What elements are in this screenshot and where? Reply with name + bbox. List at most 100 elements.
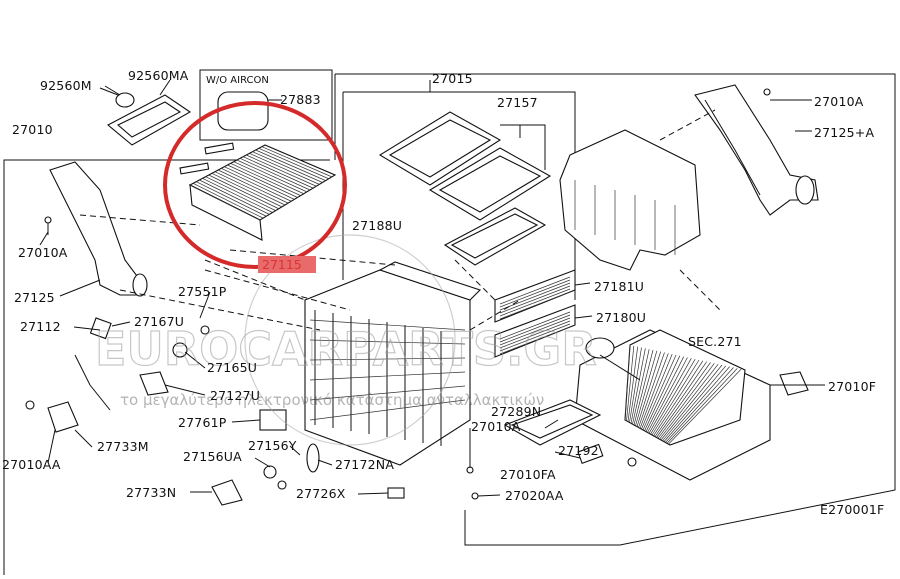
label-27010FA[interactable]: 27010FA — [500, 467, 556, 482]
hatch-line — [632, 349, 650, 425]
diagram-code: E270001F — [820, 502, 884, 517]
label-27156UA[interactable]: 27156UA — [183, 449, 242, 464]
label-27726X[interactable]: 27726X — [296, 486, 346, 501]
hatch-line — [499, 320, 571, 349]
hatch-line — [309, 385, 466, 401]
hatch-line — [309, 399, 466, 421]
label-sec271[interactable]: SEC.271 — [688, 334, 742, 349]
hatch-line — [656, 362, 711, 438]
hatch-line — [252, 151, 323, 183]
label-27289N[interactable]: 27289N — [491, 404, 541, 419]
right-duct — [694, 84, 819, 216]
label-27733N[interactable]: 27733N — [126, 485, 176, 500]
hatch-line — [230, 163, 301, 196]
label-27010F[interactable]: 27010F — [828, 379, 876, 394]
hatch-line — [214, 171, 286, 206]
label-27733M[interactable]: 27733M — [97, 439, 149, 454]
hatch-line — [629, 347, 642, 423]
hatch-line — [633, 349, 654, 426]
label-27010[interactable]: 27010 — [12, 122, 53, 137]
hatch-line — [221, 168, 292, 202]
label-27010AA[interactable]: 27010AA — [2, 457, 61, 472]
grommets-92560 — [104, 79, 192, 146]
hatch-line — [258, 148, 329, 180]
hatch-line — [246, 154, 317, 187]
label-27167U[interactable]: 27167U — [134, 314, 184, 329]
evaporator-lower-case — [574, 329, 771, 481]
hatch-line — [189, 184, 261, 221]
hatch-line — [227, 164, 298, 198]
hatch-line — [650, 358, 696, 435]
label-27761P[interactable]: 27761P — [178, 415, 227, 430]
hatch-line — [647, 357, 688, 433]
label-27125[interactable]: 27125 — [14, 290, 55, 305]
label-27115[interactable]: 27115 — [262, 257, 302, 272]
label-27010A-left[interactable]: 27010A — [18, 245, 68, 260]
hatch-line — [242, 156, 314, 189]
filter-panels — [494, 269, 576, 358]
label-27180U[interactable]: 27180U — [596, 310, 646, 325]
label-92560MA[interactable]: 92560MA — [128, 68, 189, 83]
hatch-line — [660, 364, 723, 441]
hatch-line — [653, 360, 704, 437]
label-27125A[interactable]: 27125+A — [814, 125, 874, 140]
label-27188U[interactable]: 27188U — [352, 218, 402, 233]
label-27883[interactable]: 27883 — [280, 92, 321, 107]
hatch-line — [239, 158, 311, 191]
hatch-line — [499, 317, 571, 346]
label-27127U[interactable]: 27127U — [210, 388, 260, 403]
label-27165U[interactable]: 27165U — [207, 360, 257, 375]
highlight-label-bg — [258, 256, 316, 273]
hatch-line — [499, 276, 571, 305]
hatch-line — [624, 344, 631, 421]
label-27157[interactable]: 27157 — [497, 95, 538, 110]
hatch-line — [645, 356, 684, 432]
hatch-line — [499, 291, 571, 320]
label-92560M[interactable]: 92560M — [40, 78, 92, 93]
hatch-line — [636, 351, 662, 427]
label-27172NA[interactable]: 27172NA — [335, 457, 394, 472]
label-27010A-mid[interactable]: 27010A — [471, 419, 521, 434]
hatch-line — [211, 173, 283, 208]
hatch-line — [651, 359, 700, 436]
hatch-line — [665, 367, 734, 443]
label-27010A-top[interactable]: 27010A — [814, 94, 864, 109]
hatch-line — [627, 346, 639, 422]
left-duct — [44, 161, 148, 297]
hatch-line — [224, 166, 295, 200]
hatch-line — [205, 176, 276, 211]
hatch-line — [249, 153, 320, 185]
hatch-line — [309, 371, 466, 381]
hatch-line — [635, 350, 658, 426]
label-27192[interactable]: 27192 — [558, 443, 599, 458]
hatch-line — [639, 353, 669, 429]
highlight-circle — [163, 101, 347, 269]
heater-core-27115 — [179, 142, 337, 241]
part-labels: W/O AIRCON 92560M 92560MA 27883 27015 27… — [2, 68, 884, 517]
watermark: EUROCARPARTS.GR το μεγαλύτερο ηλεκτρονικ… — [94, 234, 597, 446]
hatch-line — [499, 323, 571, 352]
hatch-line — [261, 146, 333, 178]
section-label: W/O AIRCON — [206, 75, 269, 86]
label-27020AA[interactable]: 27020AA — [505, 488, 564, 503]
small-components-right — [503, 371, 809, 467]
hatch-line — [208, 174, 279, 210]
hatch-line — [657, 363, 715, 439]
hatch-line — [499, 282, 571, 311]
hatch-line — [192, 183, 264, 219]
label-27156Y[interactable]: 27156Y — [248, 438, 297, 453]
label-27112[interactable]: 27112 — [20, 319, 61, 334]
hatch-line — [499, 285, 571, 314]
hatch-line — [642, 354, 677, 431]
hatch-line — [499, 288, 571, 317]
hatch-line — [233, 161, 304, 195]
label-27015[interactable]: 27015 — [432, 71, 473, 86]
label-27181U[interactable]: 27181U — [594, 279, 644, 294]
hatch-line — [202, 178, 273, 213]
hatch-line — [659, 363, 719, 440]
label-27551P[interactable]: 27551P — [178, 284, 227, 299]
small-components-left — [25, 317, 479, 506]
hatch-line — [666, 368, 738, 444]
hatch-line — [648, 358, 692, 434]
